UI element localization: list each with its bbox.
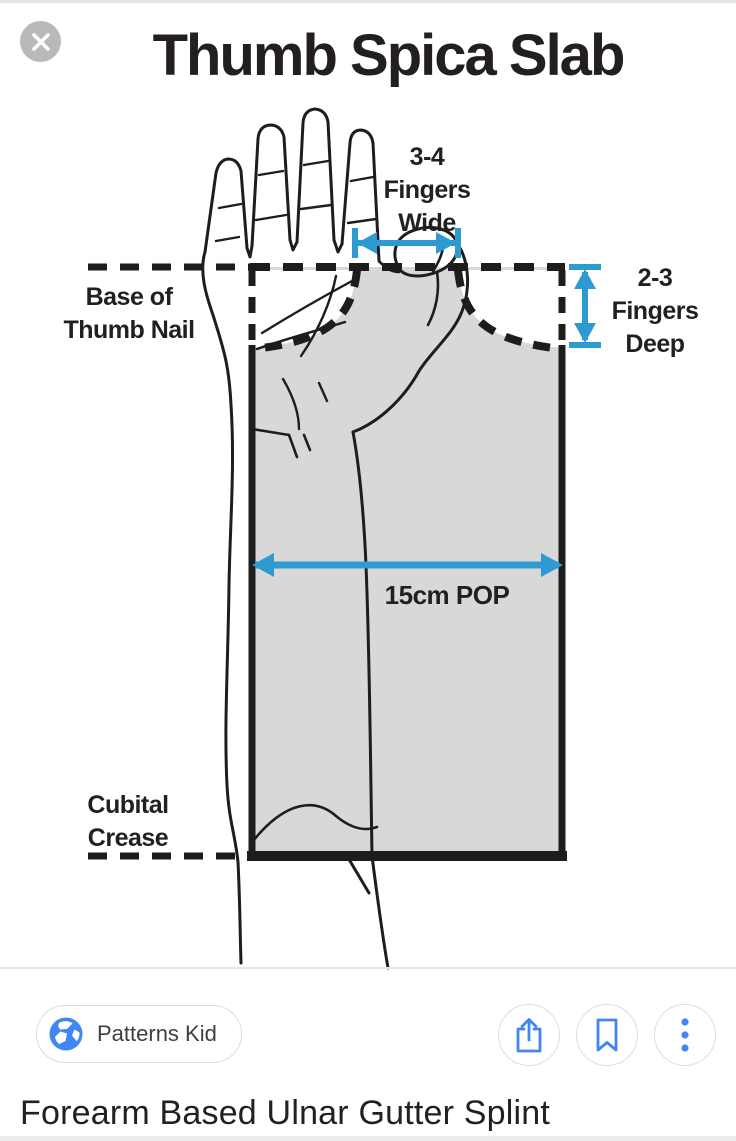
more-options-button[interactable] (654, 1004, 716, 1066)
result-caption[interactable]: Forearm Based Ulnar Gutter Splint (20, 1094, 551, 1132)
depth-arrow (569, 264, 601, 348)
globe-icon (49, 1017, 83, 1051)
length-arrow (252, 553, 563, 577)
share-icon (516, 1018, 542, 1053)
measure-arrows (252, 228, 601, 577)
more-vertical-icon (681, 1018, 689, 1052)
bottom-divider (0, 1136, 736, 1141)
save-button[interactable] (576, 1004, 638, 1066)
source-chip[interactable]: Patterns Kid (36, 1005, 242, 1063)
label-pop-width: 15cm POP (384, 580, 510, 610)
image-title: Thumb Spica Slab (152, 23, 626, 88)
image-footer-divider (0, 967, 736, 969)
bookmark-icon (596, 1018, 618, 1052)
label-base-of-thumb-nail: Base of Thumb Nail (63, 283, 195, 344)
share-button[interactable] (498, 1004, 560, 1066)
close-button[interactable] (20, 21, 61, 62)
close-icon (31, 32, 50, 51)
label-fingers-wide: 3-4 Fingers Wide (383, 143, 471, 237)
top-divider (0, 0, 736, 3)
label-cubital-crease: Cubital Crease (87, 791, 169, 852)
width-arrow (352, 228, 461, 258)
source-chip-label: Patterns Kid (97, 1021, 217, 1046)
measurement-guides (88, 263, 567, 861)
label-fingers-deep: 2-3 Fingers Deep (611, 264, 699, 358)
